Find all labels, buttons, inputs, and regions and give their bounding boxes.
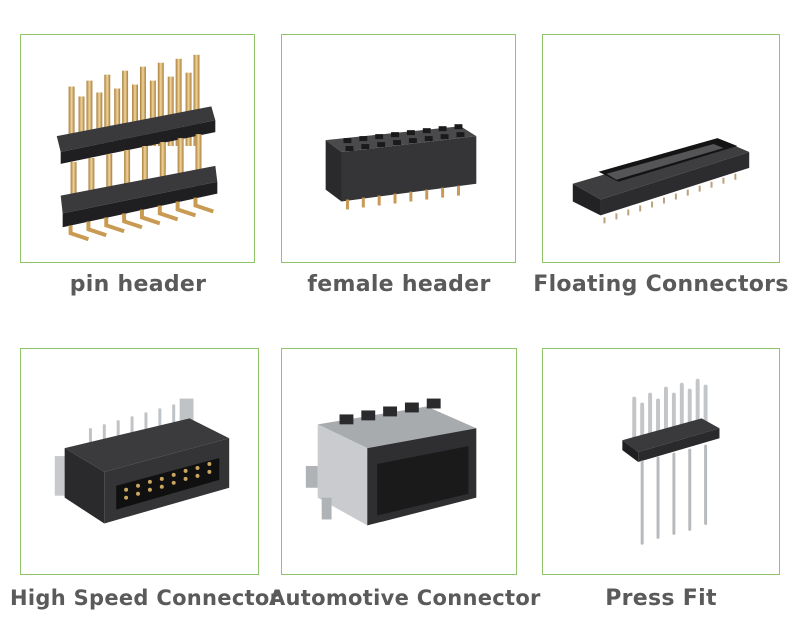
product-tile-press-fit[interactable]	[542, 348, 780, 575]
product-tile-pin-header[interactable]	[20, 34, 255, 263]
caption-press-fit: Press Fit	[605, 586, 717, 611]
pin-header-image	[56, 54, 218, 242]
product-tile-automotive-connector[interactable]	[281, 348, 517, 575]
product-tile-floating-connectors[interactable]	[542, 34, 780, 263]
product-tile-high-speed-connector[interactable]	[20, 348, 259, 575]
caption-floating-connectors: Floating Connectors	[533, 272, 789, 297]
caption-female-header: female header	[307, 272, 491, 297]
caption-automotive-connector: Automotive Connector	[269, 586, 541, 610]
automotive-connector-image	[305, 398, 477, 526]
product-tile-female-header[interactable]	[281, 34, 516, 263]
caption-high-speed-connector: High Speed Connector	[10, 586, 281, 610]
caption-pin-header: pin header	[69, 272, 207, 297]
female-header-image	[325, 124, 477, 210]
high-speed-connector-image	[54, 398, 230, 524]
floating-connector-image	[572, 138, 750, 224]
press-fit-image	[622, 378, 720, 545]
